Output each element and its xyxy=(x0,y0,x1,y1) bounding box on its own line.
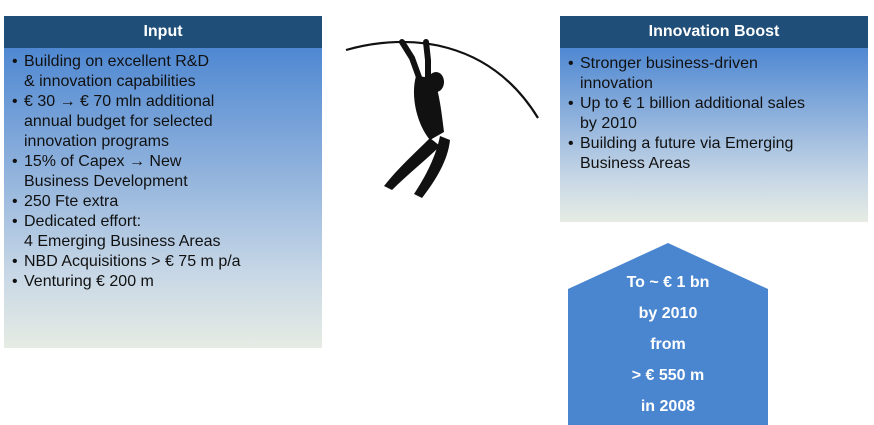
target-line: from xyxy=(650,336,686,353)
input-item-line: NBD Acquisitions > € 75 m p/a xyxy=(24,253,241,270)
boost-item-line: by 2010 xyxy=(580,115,637,132)
input-item: Building on excellent R&D & innovation c… xyxy=(12,52,314,92)
target-arrow-shape: To ~ € 1 bn by 2010 from > € 550 m in 20… xyxy=(568,243,768,425)
input-panel: Input Building on excellent R&D & innova… xyxy=(4,16,322,348)
input-item-line: 4 Emerging Business Areas xyxy=(24,233,221,250)
input-item: € 30 → € 70 mln additional annual budget… xyxy=(12,92,314,152)
innovation-boost-title: Innovation Boost xyxy=(560,16,868,48)
target-line: by 2010 xyxy=(638,305,698,322)
boost-item-line: innovation xyxy=(580,75,653,92)
innovation-boost-body: Stronger business-driven innovation Up t… xyxy=(560,48,868,222)
boost-item: Building a future via Emerging Business … xyxy=(568,134,860,174)
boost-list: Stronger business-driven innovation Up t… xyxy=(568,54,860,174)
input-item-line: annual budget for selected xyxy=(24,113,213,130)
boost-item: Up to € 1 billion additional sales by 20… xyxy=(568,94,860,134)
input-item-line: & innovation capabilities xyxy=(24,73,196,90)
input-item: Dedicated effort: 4 Emerging Business Ar… xyxy=(12,212,314,252)
boost-item-line: Up to € 1 billion additional sales xyxy=(580,95,806,112)
input-item: 15% of Capex → New Business Development xyxy=(12,152,314,192)
input-item-line: 250 Fte extra xyxy=(24,193,119,210)
input-item-line: Venturing € 200 m xyxy=(24,273,154,290)
target-line: To ~ € 1 bn xyxy=(626,274,710,291)
input-panel-body: Building on excellent R&D & innovation c… xyxy=(4,48,322,348)
target-text: To ~ € 1 bn by 2010 from > € 550 m in 20… xyxy=(568,267,768,422)
input-item-line: Business Development xyxy=(24,173,188,190)
input-item-line: Dedicated effort: xyxy=(24,213,142,230)
input-item: 250 Fte extra xyxy=(12,192,314,212)
boost-item-line: Building a future via Emerging xyxy=(580,135,794,152)
boost-item-line: Business Areas xyxy=(580,155,691,172)
target-line: in 2008 xyxy=(640,398,696,415)
input-item: NBD Acquisitions > € 75 m p/a xyxy=(12,252,314,272)
input-item-line: Building on excellent R&D xyxy=(24,53,209,70)
input-list: Building on excellent R&D & innovation c… xyxy=(12,52,314,292)
input-item: Venturing € 200 m xyxy=(12,272,314,292)
boost-item-line: Stronger business-driven xyxy=(580,55,758,72)
input-item-line: innovation programs xyxy=(24,133,169,150)
target-line: > € 550 m xyxy=(631,367,705,384)
innovation-boost-panel: Innovation Boost Stronger business-drive… xyxy=(560,16,868,222)
input-item-line: € 30 → € 70 mln additional xyxy=(24,93,215,110)
input-item-line: 15% of Capex → New xyxy=(24,153,182,170)
input-panel-title: Input xyxy=(4,16,322,48)
pole-vaulter-icon xyxy=(340,28,540,203)
boost-item: Stronger business-driven innovation xyxy=(568,54,860,94)
